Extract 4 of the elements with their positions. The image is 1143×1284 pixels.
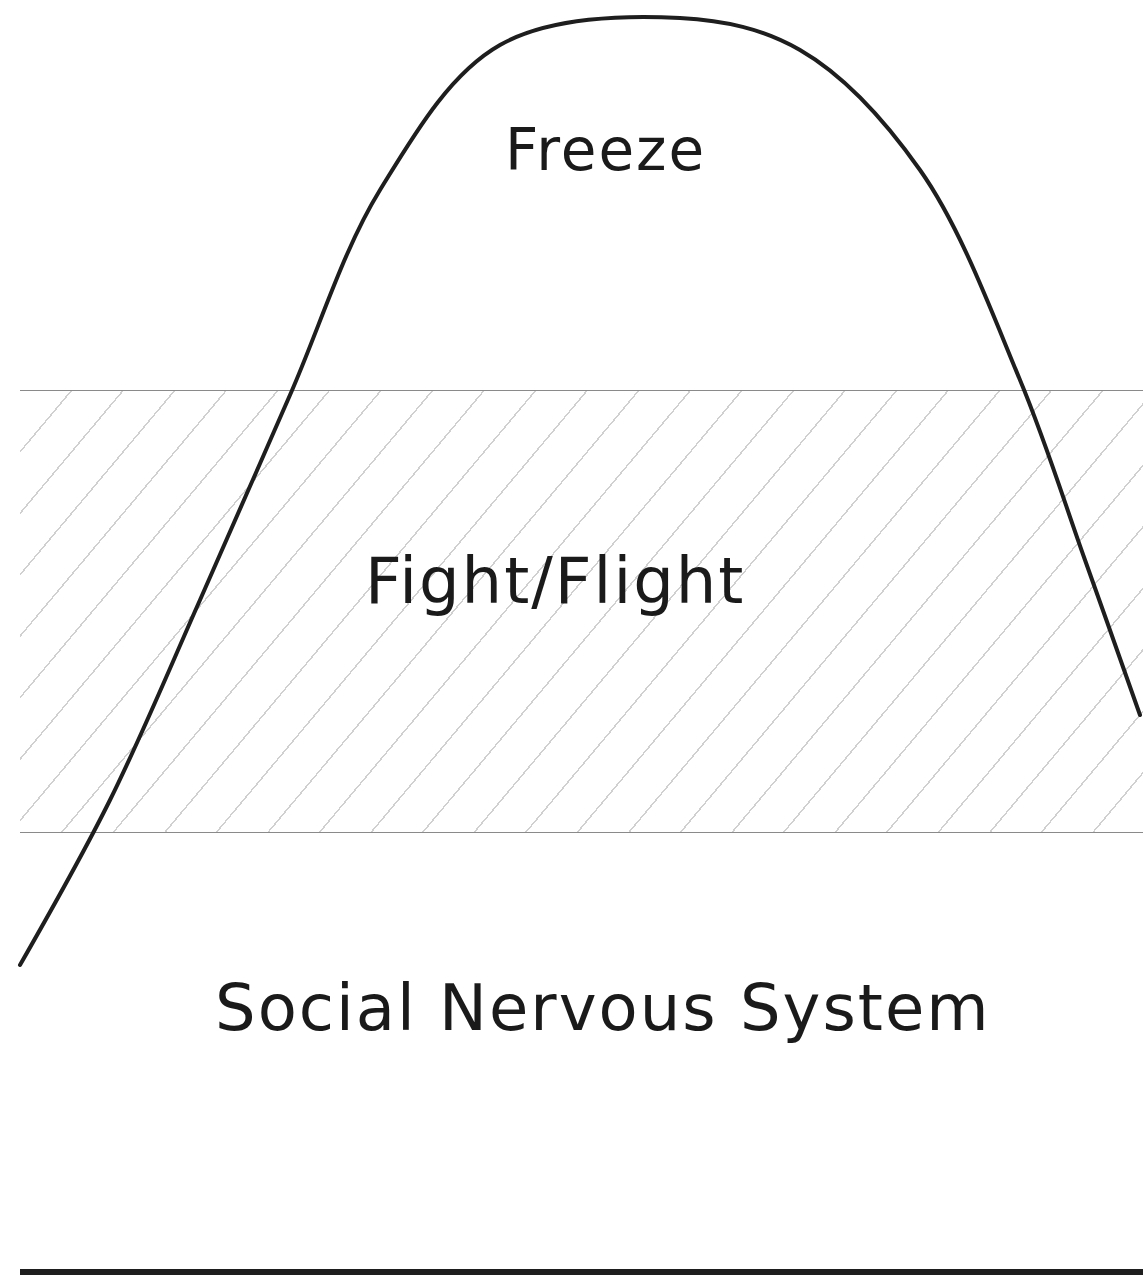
hatched-band [20,390,1143,833]
zone-label: Fight/Flight [365,544,746,618]
zone-label: Social Nervous System [215,971,991,1045]
zone-label: Freeze [505,116,707,184]
